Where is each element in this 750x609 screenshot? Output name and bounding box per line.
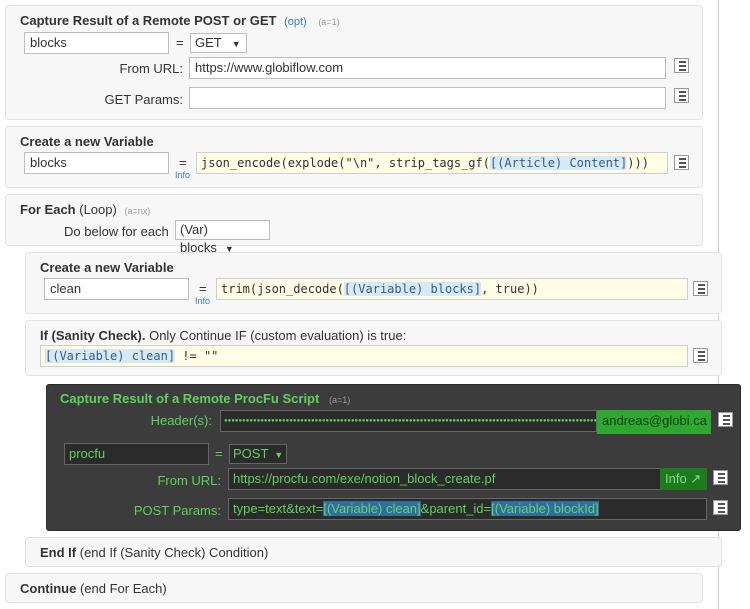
block5-title-rest: Only Continue IF (custom evaluation) is … xyxy=(149,328,407,343)
block5-title: If (Sanity Check). Only Continue IF (cus… xyxy=(40,328,406,343)
chevron-down-icon: ▼ xyxy=(274,450,284,460)
block6-var-input[interactable]: procfu xyxy=(64,443,209,465)
opt-link[interactable]: (opt) xyxy=(284,16,307,28)
block4-code-input[interactable]: trim(json_decode([(Variable) blocks], tr… xyxy=(216,278,688,300)
block3-title: For Each (Loop) (a=nx) xyxy=(20,202,150,217)
code-text: &parent_id= xyxy=(420,501,492,516)
block2-eq: = xyxy=(179,155,187,170)
code-token: [(Variable) blockId] xyxy=(491,501,599,516)
block6-title: Capture Result of a Remote ProcFu Script… xyxy=(60,391,350,406)
block1-hint: (a=1) xyxy=(318,17,340,27)
code-text: type=text&text= xyxy=(233,501,324,516)
code-text: trim(json_decode( xyxy=(221,282,344,296)
chevron-down-icon: ▼ xyxy=(224,244,234,254)
block3-hint: (a=nx) xyxy=(124,206,151,216)
code-token: [(Variable) blocks] xyxy=(343,282,482,296)
continue-panel xyxy=(5,573,703,603)
block6-method-value: POST xyxy=(233,446,269,461)
block2-code-input[interactable]: json_encode(explode("\n", strip_tags_gf(… xyxy=(196,152,668,174)
block1-var-input[interactable]: blocks xyxy=(24,32,169,54)
block8-title-rest: (end For Each) xyxy=(79,581,167,596)
loop-variable-value: (Var) blocks xyxy=(180,222,217,255)
block6-from-url-label: From URL: xyxy=(157,473,221,488)
for-each-panel xyxy=(5,194,703,246)
masked-header: ●●●●●●●●●●●●●●●●●●●●●●●●●●●●●●●●●●●●●●●●… xyxy=(224,418,596,424)
block1-params-input[interactable] xyxy=(189,87,666,109)
block4-eq: = xyxy=(199,281,207,296)
block1-title: Capture Result of a Remote POST or GET (… xyxy=(20,13,340,28)
info-external-button[interactable]: Info ↗ xyxy=(660,468,707,490)
block8-title: Continue (end For Each) xyxy=(20,581,167,596)
block1-params-label: GET Params: xyxy=(104,92,183,107)
block4-title: Create a new Variable xyxy=(40,260,174,275)
block6-from-url-input[interactable]: https://procfu.com/exe/notion_block_crea… xyxy=(228,468,661,490)
headers-label: Header(s): xyxy=(150,413,212,428)
block2-title: Create a new Variable xyxy=(20,134,154,149)
code-text: , true)) xyxy=(481,282,539,296)
block4-var-input[interactable]: clean xyxy=(44,278,189,300)
chevron-down-icon: ▼ xyxy=(231,39,241,49)
block1-method-select[interactable]: GET ▼ xyxy=(190,33,247,53)
block7-title-rest: (end If (Sanity Check) Condition) xyxy=(79,545,269,560)
block5-title-bold: If (Sanity Check). xyxy=(40,328,146,343)
block2-var-input[interactable]: blocks xyxy=(24,152,169,174)
block1-eq: = xyxy=(176,35,184,50)
block1-params-insert-icon[interactable] xyxy=(674,88,689,103)
block6-params-insert-icon[interactable] xyxy=(713,500,728,515)
block7-title-bold: End If xyxy=(40,545,77,560)
end-if-panel xyxy=(25,537,722,567)
block6-title-text: Capture Result of a Remote ProcFu Script xyxy=(60,391,320,406)
loop-variable-select[interactable]: (Var) blocks ▼ xyxy=(175,220,270,255)
block2-insert-icon[interactable] xyxy=(674,155,689,170)
block5-condition-input[interactable]: [(Variable) clean] != "" xyxy=(40,345,688,367)
block6-header-insert-icon[interactable] xyxy=(718,412,733,427)
block6-method-select[interactable]: POST ▼ xyxy=(229,444,287,464)
block4-info-link[interactable]: Info xyxy=(195,296,211,306)
block3-title-rest: (Loop) xyxy=(79,202,117,217)
block6-url-insert-icon[interactable] xyxy=(713,470,728,485)
do-below-label: Do below for each xyxy=(64,224,169,239)
headers-input[interactable]: ●●●●●●●●●●●●●●●●●●●●●●●●●●●●●●●●●●●●●●●●… xyxy=(220,410,597,432)
block7-title: End If (end If (Sanity Check) Condition) xyxy=(40,545,268,560)
block1-from-url-label: From URL: xyxy=(119,61,183,76)
post-params-label: POST Params: xyxy=(133,503,221,518)
block1-url-insert-icon[interactable] xyxy=(674,58,689,73)
code-token: [(Variable) clean] xyxy=(45,349,176,363)
code-text: json_encode(explode("\n", strip_tags_gf( xyxy=(201,156,490,170)
block8-title-bold: Continue xyxy=(20,581,77,596)
block1-method-value: GET xyxy=(195,35,222,50)
code-token: [(Variable) clean] xyxy=(323,501,421,516)
block6-eq: = xyxy=(215,446,223,461)
header-user-button[interactable]: andreas@globi.ca xyxy=(597,410,711,434)
block5-insert-icon[interactable] xyxy=(693,348,708,363)
block1-title-text: Capture Result of a Remote POST or GET xyxy=(20,13,277,28)
block2-info-link[interactable]: Info xyxy=(175,170,191,180)
post-params-input[interactable]: type=text&text=[(Variable) clean]&parent… xyxy=(228,498,707,520)
block4-insert-icon[interactable] xyxy=(693,281,708,296)
code-text: ))) xyxy=(627,156,649,170)
block3-title-bold: For Each xyxy=(20,202,76,217)
block1-from-url-input[interactable]: https://www.globiflow.com xyxy=(189,57,666,79)
block6-hint: (a=1) xyxy=(328,395,351,405)
code-token: [(Article) Content] xyxy=(489,156,628,170)
code-text: != "" xyxy=(175,349,219,363)
